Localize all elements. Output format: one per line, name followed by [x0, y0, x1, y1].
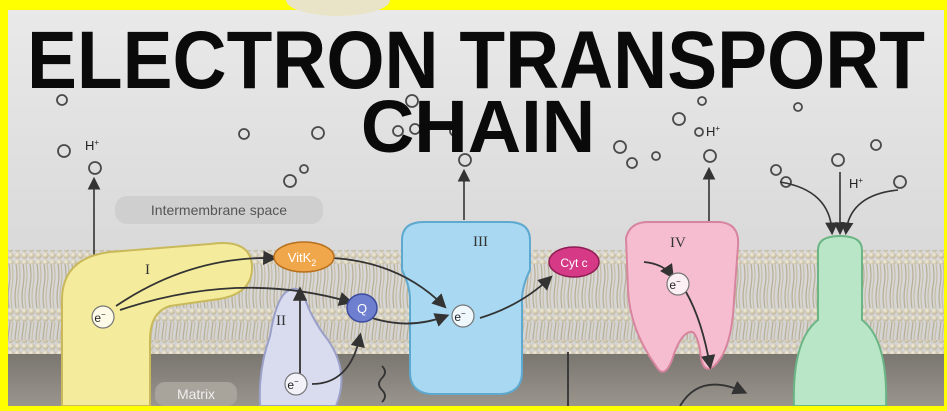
- q-carrier: Q: [347, 294, 377, 322]
- complex-III-label: III: [473, 234, 488, 250]
- electron-token-1: e−: [92, 306, 114, 328]
- svg-text:Cyt c: Cyt c: [560, 256, 587, 270]
- complex-IV-label: IV: [670, 235, 686, 251]
- vitk2-carrier: VitK2: [274, 242, 334, 272]
- complex-II-label: II: [276, 313, 286, 329]
- matrix-label: Matrix: [155, 382, 237, 406]
- complex-I-label: I: [145, 262, 150, 278]
- cytc-carrier: Cyt c: [549, 247, 599, 277]
- svg-text:Matrix: Matrix: [177, 386, 215, 402]
- electron-token-3: e−: [452, 305, 474, 327]
- electron-token-4: e−: [667, 273, 689, 295]
- svg-text:Intermembrane space: Intermembrane space: [151, 202, 287, 218]
- intermembrane-label: Intermembrane space: [115, 196, 323, 224]
- title-line-2: CHAIN: [361, 85, 595, 168]
- svg-text:Q: Q: [357, 301, 367, 316]
- electron-token-2: e−: [285, 373, 307, 395]
